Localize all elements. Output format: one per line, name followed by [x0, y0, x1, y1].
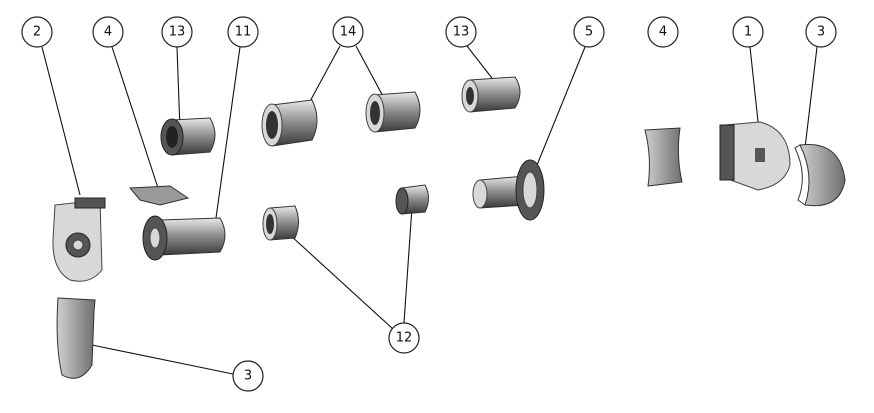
svg-text:2: 2: [33, 25, 41, 40]
balloon-2: 2: [21, 16, 53, 48]
part-4-clip: [128, 185, 190, 206]
balloon-4: 4: [92, 16, 124, 48]
part-12-adapter-a: [262, 205, 299, 241]
balloon-1: 1: [732, 16, 764, 48]
part-3-endcap-a: [794, 143, 846, 207]
balloon-4b: 4: [647, 16, 679, 48]
balloon-13: 13: [161, 16, 193, 48]
leader-lines: [41, 45, 818, 375]
svg-text:1: 1: [744, 25, 752, 40]
svg-text:4: 4: [104, 25, 112, 40]
part-11-drive: [142, 215, 226, 261]
part-14-sleeve-a: [261, 99, 318, 147]
svg-text:3: 3: [244, 369, 252, 384]
part-2-bracket: [52, 197, 106, 282]
svg-text:12: 12: [396, 331, 413, 346]
part-14-sleeve-b: [365, 91, 421, 133]
balloon-12: 12: [388, 322, 420, 354]
balloon-3b: 3: [232, 360, 264, 392]
part-5-clutch: [472, 159, 545, 221]
balloon-11: 11: [227, 16, 259, 48]
balloon-3: 3: [805, 16, 837, 48]
part-13-sleeve: [160, 117, 216, 156]
balloon-5: 5: [573, 16, 605, 48]
part-4-cover: [644, 127, 683, 187]
part-12-adapter-b: [395, 184, 429, 215]
balloon-13b: 13: [445, 16, 477, 48]
svg-text:5: 5: [585, 25, 593, 40]
svg-text:11: 11: [235, 25, 252, 40]
part-13-sleeve-b: [461, 76, 521, 113]
svg-text:4: 4: [659, 25, 667, 40]
svg-text:3: 3: [817, 25, 825, 40]
balloon-14: 14: [332, 16, 364, 48]
svg-text:14: 14: [340, 25, 357, 40]
part-3-endcap-b: [56, 297, 96, 379]
svg-text:13: 13: [453, 25, 470, 40]
svg-text:13: 13: [169, 25, 186, 40]
part-1-bracket: [719, 121, 791, 191]
